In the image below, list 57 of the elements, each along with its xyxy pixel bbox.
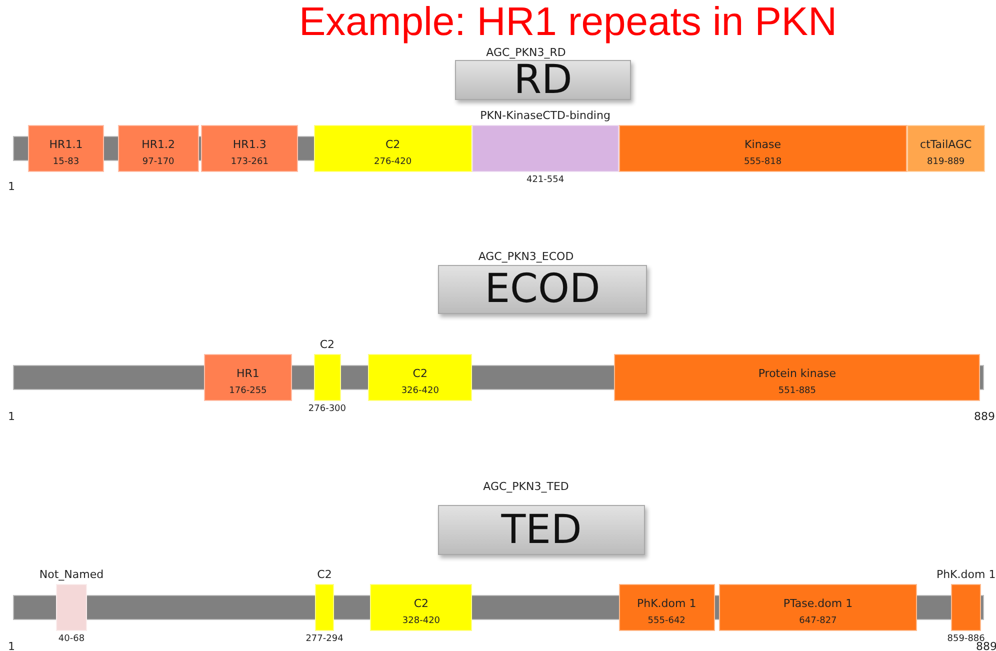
domain-box <box>614 354 980 401</box>
residue-range: 326-420 <box>400 386 440 396</box>
track-title: AGC_PKN3_ECOD <box>477 250 575 263</box>
sequence-position: 889 <box>976 640 996 651</box>
domain-name: HR1.2 <box>140 138 176 151</box>
domain-name: C2 <box>316 568 333 581</box>
domain-name: PKN-KinaseCTD-binding <box>479 109 612 122</box>
domain-box <box>618 125 908 172</box>
domain-box <box>719 584 917 631</box>
diagram-title: Example: HR1 repeats in PKN <box>298 0 838 45</box>
residue-range: 276-420 <box>373 157 413 167</box>
domain-box <box>907 125 985 172</box>
residue-range: 40-68 <box>57 634 86 644</box>
section-button: ECOD <box>438 265 647 314</box>
domain-name: C2 <box>412 597 430 610</box>
domain-name: C2 <box>318 338 336 351</box>
sequence-position: 1 <box>8 410 15 423</box>
domain-name: ctTailAGC <box>919 138 973 151</box>
domain-name: HR1.3 <box>232 138 268 151</box>
domain-name: PTase.dom 1 <box>782 597 854 610</box>
domain-name: Not_Named <box>38 568 105 581</box>
domain-name: PhK.dom 1 <box>636 597 698 610</box>
domain-box <box>370 584 472 631</box>
domain-name: Protein kinase <box>757 367 838 380</box>
residue-range: 647-827 <box>798 616 838 626</box>
residue-range: 555-818 <box>742 157 783 167</box>
domain-box <box>118 125 199 172</box>
sequence-position: 1 <box>8 640 15 651</box>
residue-range: 173-261 <box>230 157 270 167</box>
sequence-position: 889 <box>974 410 995 423</box>
track-title: AGC_PKN3_RD <box>485 46 567 59</box>
domain-box <box>368 354 472 401</box>
sequence-position: 1 <box>8 180 15 193</box>
section-button: TED <box>438 505 645 555</box>
residue-range: 819-889 <box>926 157 966 167</box>
residue-range: 328-420 <box>401 616 442 626</box>
domain-name: HR1 <box>236 367 260 380</box>
residue-range: 555-642 <box>646 616 686 626</box>
residue-range: 97-170 <box>141 157 176 167</box>
residue-range: 551-885 <box>777 386 818 396</box>
domain-name: PhK.dom 1 <box>935 568 996 581</box>
section-button: RD <box>455 60 631 100</box>
domain-box <box>204 354 292 401</box>
domain-name: C2 <box>384 138 402 151</box>
domain-box <box>314 125 472 172</box>
residue-range: 15-83 <box>52 157 80 167</box>
residue-range: 276-300 <box>307 404 348 414</box>
domain-box <box>200 125 298 172</box>
domain-name: Kinase <box>744 138 782 151</box>
residue-range: 176-255 <box>228 386 268 396</box>
residue-range: 277-294 <box>304 634 344 644</box>
track-title: AGC_PKN3_TED <box>482 480 570 493</box>
domain-name: C2 <box>412 367 428 380</box>
domain-box <box>618 584 715 631</box>
domain-name: HR1.1 <box>48 138 84 151</box>
residue-range: 421-554 <box>525 175 566 185</box>
domain-box <box>28 125 104 172</box>
